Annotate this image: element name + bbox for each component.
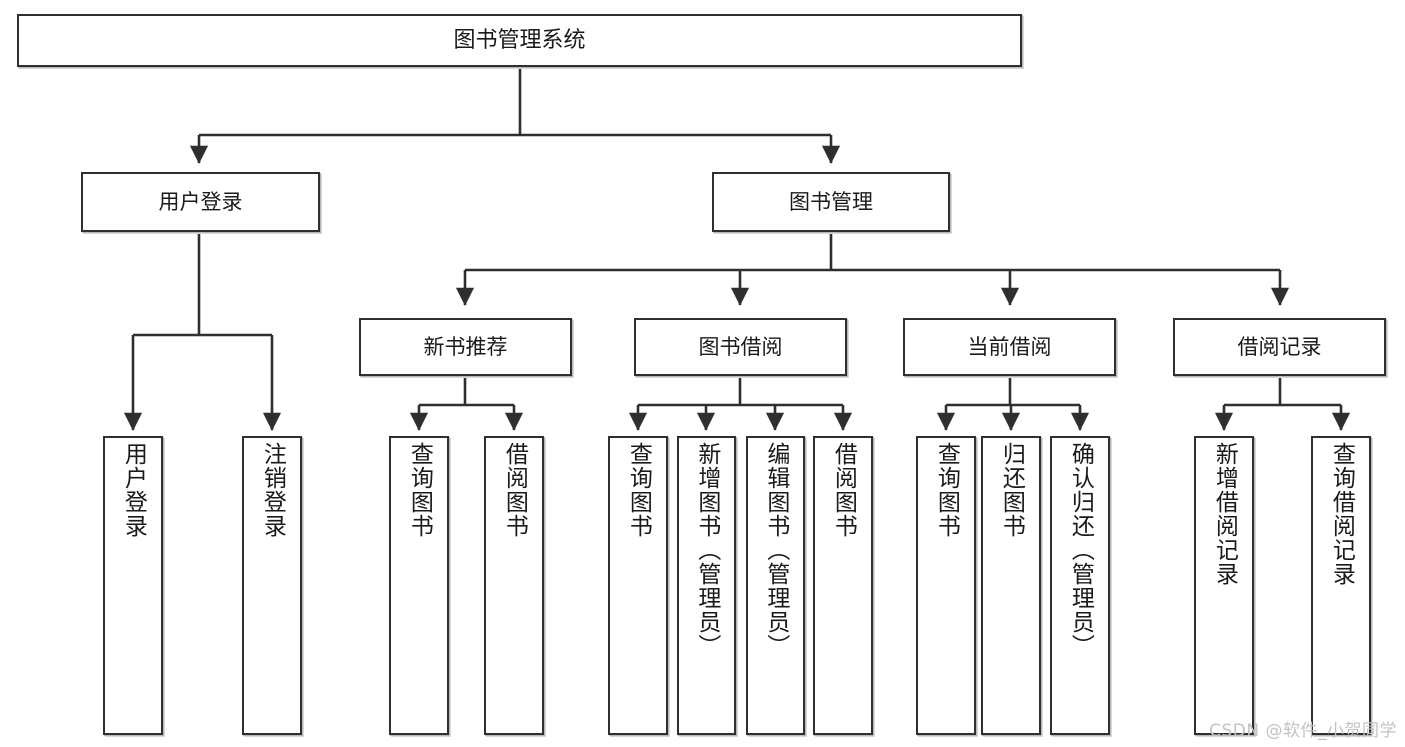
node-leaf-query-record-label: 查询借阅记录	[1328, 442, 1355, 586]
node-leaf-edit-book-label: 编辑图书（管理员）	[762, 442, 789, 658]
node-leaf-query-book-2-label: 查询图书	[625, 442, 652, 538]
node-leaf-query-book-3[interactable]: 查询图书	[916, 436, 976, 735]
node-user-login-label: 用户登录	[158, 189, 243, 214]
node-leaf-query-book-2[interactable]: 查询图书	[608, 436, 668, 735]
node-leaf-add-record-label: 新增借阅记录	[1211, 442, 1238, 586]
node-leaf-borrow-book-2-label: 借阅图书	[830, 442, 857, 538]
node-leaf-query-book-1[interactable]: 查询图书	[389, 436, 449, 735]
node-leaf-user-logout[interactable]: 注销登录	[242, 436, 302, 735]
node-leaf-user-login[interactable]: 用户登录	[103, 436, 163, 735]
node-leaf-confirm-return-label: 确认归还（管理员）	[1067, 442, 1094, 658]
node-leaf-confirm-return[interactable]: 确认归还（管理员）	[1050, 436, 1110, 735]
node-root[interactable]: 图书管理系统	[17, 14, 1022, 67]
node-book-borrow[interactable]: 图书借阅	[634, 318, 847, 376]
node-book-management[interactable]: 图书管理	[712, 172, 950, 232]
node-borrow-record-label: 借阅记录	[1237, 334, 1322, 359]
node-leaf-return-book-label: 归还图书	[998, 442, 1025, 538]
node-leaf-add-book[interactable]: 新增图书（管理员）	[677, 436, 736, 735]
node-leaf-borrow-book-1[interactable]: 借阅图书	[484, 436, 544, 735]
node-book-management-label: 图书管理	[789, 189, 873, 214]
node-leaf-edit-book[interactable]: 编辑图书（管理员）	[746, 436, 805, 735]
node-leaf-add-book-label: 新增图书（管理员）	[693, 442, 720, 658]
node-borrow-record[interactable]: 借阅记录	[1173, 318, 1386, 376]
node-leaf-query-book-1-label: 查询图书	[406, 442, 433, 538]
node-leaf-user-logout-label: 注销登录	[259, 442, 286, 538]
node-user-login[interactable]: 用户登录	[81, 172, 320, 232]
node-leaf-user-login-label: 用户登录	[120, 442, 147, 538]
node-book-borrow-label: 图书借阅	[698, 334, 783, 359]
node-leaf-add-record[interactable]: 新增借阅记录	[1194, 436, 1254, 735]
node-current-borrow-label: 当前借阅	[967, 334, 1052, 359]
node-leaf-query-book-3-label: 查询图书	[933, 442, 960, 538]
node-leaf-borrow-book-2[interactable]: 借阅图书	[813, 436, 873, 735]
node-leaf-return-book[interactable]: 归还图书	[981, 436, 1041, 735]
node-root-label: 图书管理系统	[453, 27, 586, 53]
node-current-borrow[interactable]: 当前借阅	[903, 318, 1116, 376]
node-new-book-recommend-label: 新书推荐	[423, 334, 508, 359]
node-leaf-borrow-book-1-label: 借阅图书	[501, 442, 528, 538]
node-leaf-query-record[interactable]: 查询借阅记录	[1311, 436, 1371, 735]
node-new-book-recommend[interactable]: 新书推荐	[359, 318, 572, 376]
watermark-text: CSDN @软件_小贺同学	[1209, 721, 1397, 741]
